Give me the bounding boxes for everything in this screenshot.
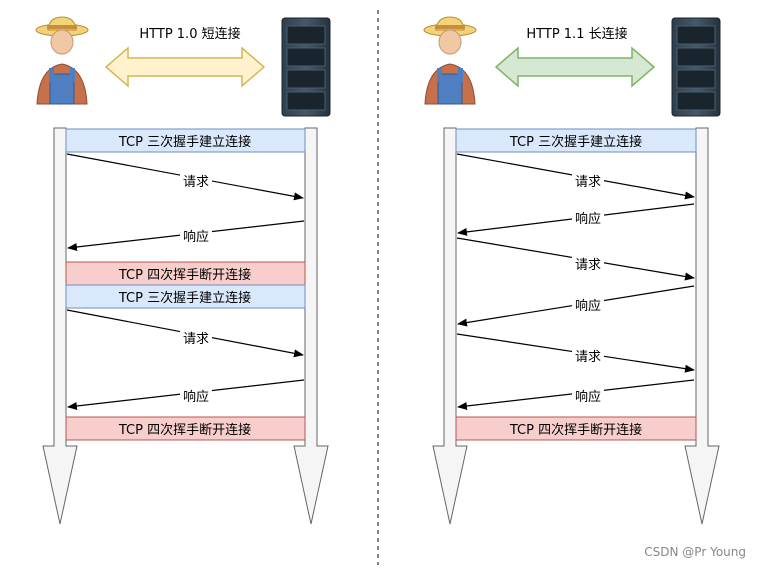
- left-message-1-label: 请求: [183, 175, 209, 190]
- server-icon: [281, 17, 331, 117]
- right-message-2: 响应: [457, 203, 695, 236]
- left-client-lifeline: [42, 127, 78, 525]
- left-box-2: TCP 四次挥手断开连接: [65, 261, 306, 286]
- right-message-4: 响应: [457, 285, 695, 327]
- left-box-3-label: TCP 三次握手建立连接: [118, 290, 251, 306]
- left-box-1-label: TCP 三次握手建立连接: [118, 134, 251, 150]
- left-box-1: TCP 三次握手建立连接: [65, 128, 306, 153]
- right-message-6: 响应: [457, 379, 695, 410]
- left-message-4-label: 响应: [183, 389, 209, 405]
- right-message-5-label: 请求: [575, 350, 601, 365]
- right-message-3: 请求: [456, 237, 695, 281]
- left-message-2: 响应: [67, 220, 305, 251]
- server-icon: [671, 17, 721, 117]
- left-title: HTTP 1.0 短连接: [139, 26, 240, 42]
- right-message-6-label: 响应: [575, 389, 601, 405]
- left-message-4: 响应: [67, 379, 305, 410]
- left-message-3: 请求: [66, 309, 304, 358]
- right-client-lifeline: [432, 127, 468, 525]
- right-box-1: TCP 三次握手建立连接: [455, 128, 697, 153]
- right-box-2: TCP 四次挥手断开连接: [455, 416, 697, 441]
- right-message-4-label: 响应: [575, 298, 601, 314]
- right-box-2-label: TCP 四次挥手断开连接: [509, 422, 642, 438]
- left-box-2-label: TCP 四次挥手断开连接: [118, 267, 251, 283]
- left-panel: HTTP 1.0 短连接 TCP 三次握手建立连接 TCP 四次挥手断开连接 T…: [35, 16, 331, 525]
- left-box-3: TCP 三次握手建立连接: [65, 284, 306, 309]
- left-box-4-label: TCP 四次挥手断开连接: [118, 422, 251, 438]
- right-box-1-label: TCP 三次握手建立连接: [509, 134, 642, 150]
- left-message-3-label: 请求: [183, 332, 209, 347]
- right-protocol-arrow: [494, 46, 656, 88]
- right-message-2-label: 响应: [575, 211, 601, 227]
- right-panel: HTTP 1.1 长连接 TCP 三次握手建立连接 TCP 四次挥手断开连接 请…: [423, 16, 721, 525]
- left-box-4: TCP 四次挥手断开连接: [65, 416, 306, 441]
- client-icon: [35, 16, 89, 105]
- left-message-2-label: 响应: [183, 229, 209, 245]
- left-message-1: 请求: [66, 153, 304, 201]
- right-server-lifeline: [684, 127, 720, 525]
- right-message-3-label: 请求: [575, 258, 601, 273]
- right-title: HTTP 1.1 长连接: [526, 26, 627, 42]
- right-message-1-label: 请求: [575, 175, 601, 190]
- right-message-1: 请求: [456, 153, 695, 200]
- watermark: CSDN @Pr Young: [644, 545, 746, 559]
- left-protocol-arrow: [104, 46, 266, 88]
- client-icon: [423, 16, 477, 105]
- left-server-lifeline: [293, 127, 329, 525]
- right-message-5: 请求: [456, 333, 695, 373]
